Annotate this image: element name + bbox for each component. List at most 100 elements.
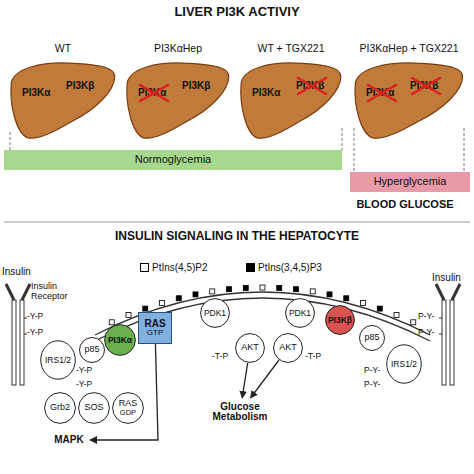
circle-outline (360, 326, 385, 351)
phospho-label: -Y-P (76, 380, 92, 389)
liver-outline (238, 60, 344, 142)
section-divider (4, 222, 470, 223)
lipid-square (327, 292, 332, 297)
node-text: Glucose Metabolism (206, 402, 274, 423)
protein-circle: SOS (78, 392, 110, 424)
phospho-tick (24, 318, 27, 334)
phospho-tick (439, 318, 442, 334)
protein-circle: PDK1 (285, 298, 315, 328)
liver-outline (355, 63, 463, 138)
node-text: Hyperglycemia (374, 176, 447, 188)
phospho-label: P-Y- (418, 328, 434, 337)
node-text: PI3Kβ (328, 316, 352, 325)
lipid-square (126, 313, 131, 318)
liver-outline (241, 63, 341, 138)
circle-outline (105, 325, 136, 356)
legend-text: PtIns(3,4,5)P3 (258, 262, 322, 273)
phospho-label: -Y-P (27, 328, 43, 337)
lipid-square (210, 289, 215, 294)
gtpase-box: RASGTP (138, 312, 172, 344)
insulin-receptor (6, 284, 30, 385)
legend-swatch (140, 263, 149, 272)
protein-circle: p85 (359, 325, 385, 351)
axis-label: BLOOD GLUCOSE (340, 198, 470, 210)
isoform-label: PI3Kα (366, 87, 394, 98)
node-text: Grb2 (50, 403, 70, 412)
lipid-square (260, 285, 265, 290)
legend-swatch (246, 263, 255, 272)
condition-label: WT + TGX221 (232, 42, 350, 54)
protein-circle: RASGDP (112, 392, 144, 424)
circle-outline (286, 299, 315, 328)
node-text: MAPK (54, 435, 83, 446)
kinase-circle: PI3Kα (104, 324, 136, 356)
isoform-label: PI3Kα (252, 87, 280, 98)
lipid-square (377, 306, 382, 311)
phospho-label: -Y-P (76, 366, 92, 375)
liver-outline (127, 63, 229, 138)
glycemia-band: Normoglycemia (4, 150, 342, 170)
lipid-square (361, 301, 366, 306)
protein-circle: IRS1/2 (386, 344, 422, 384)
protein-circle: IRS1/2 (40, 340, 76, 380)
signal-arrow (242, 363, 247, 398)
lipid-square (227, 287, 232, 292)
condition-label: PI3KαHep (118, 42, 238, 54)
dashed-guide (10, 132, 11, 150)
node-text: PI3Kα (108, 336, 132, 345)
protein-circle: PDK1 (200, 298, 230, 328)
legend-text: PtIns(4,5)P2 (152, 262, 208, 273)
dashed-guide (464, 128, 465, 172)
liver-shape: PI3KαHepPI3KαPI3Kβ (124, 42, 232, 142)
lipid-square (394, 313, 399, 318)
ligand-label: Insulin (2, 266, 31, 277)
receptor-chain (12, 300, 16, 385)
condition-label: WT (2, 42, 124, 54)
phospho-label: P-Y- (364, 366, 380, 375)
lipid-square (411, 320, 416, 325)
isoform-label: PI3Kα (138, 87, 166, 98)
circle-outline (274, 334, 303, 363)
circle-outline (113, 393, 144, 424)
protein-circle: AKT (235, 333, 265, 363)
circle-outline (387, 345, 422, 383)
node-text: RAS (144, 319, 165, 330)
circle-outline (236, 334, 265, 363)
receptor-chain (442, 300, 446, 385)
liver-shape: PI3KαHep + TGX221PI3KαPI3Kβ (352, 42, 466, 142)
kinase-circle: PI3Kβ (325, 305, 355, 335)
figure-title: LIVER PI3K ACTIVIY (0, 4, 474, 19)
isoform-label: PI3Kα (22, 87, 50, 98)
legend-item: PtIns(4,5)P2 (140, 262, 208, 273)
lipid-square (310, 289, 315, 294)
node-text: p85 (364, 333, 379, 342)
node-text: IRS1/2 (391, 360, 417, 369)
node-text: RAS (119, 399, 138, 408)
outcome-label: Glucose Metabolism (206, 398, 274, 426)
dashed-guide (354, 128, 355, 172)
phospho-label: P-Y- (364, 380, 380, 389)
isoform-label: PI3Kβ (182, 80, 210, 91)
protein-circle: Grb2 (44, 392, 76, 424)
node-text: AKT (279, 343, 297, 352)
circle-outline (41, 341, 76, 379)
phospho-label: -T-P (212, 352, 228, 361)
node-text: IRS1/2 (45, 356, 71, 365)
circle-outline (80, 338, 105, 363)
isoform-label: PI3Kβ (66, 80, 94, 91)
receptor-chain (20, 300, 24, 385)
lipid-square (160, 301, 165, 306)
lipid-square (176, 296, 181, 301)
lipid-square (109, 320, 114, 325)
circle-outline (326, 306, 355, 335)
isoform-label: PI3Kβ (296, 80, 324, 91)
condition-label: PI3KαHep + TGX221 (346, 42, 472, 54)
node-text: GDP (120, 409, 136, 417)
protein-circle: p85 (79, 337, 105, 363)
liver-outline (352, 60, 466, 142)
receptor-arm (436, 284, 460, 300)
protein-circle: AKT (273, 333, 303, 363)
node-text: Normoglycemia (135, 154, 211, 166)
liver-shape: WTPI3KαPI3Kβ (8, 42, 118, 142)
